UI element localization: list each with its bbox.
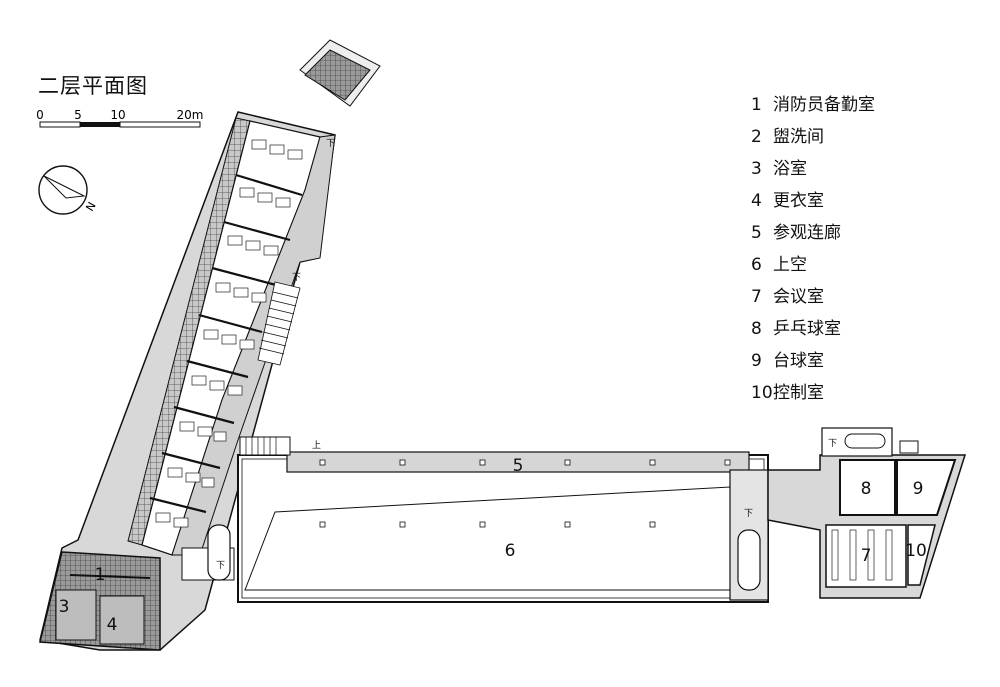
room-label-3: 3: [59, 597, 70, 617]
stair-mark-5: 下: [744, 509, 753, 519]
scale-tick-10: 10: [110, 108, 125, 122]
plan-title: 二层平面图: [38, 74, 148, 98]
room-label-5: 5: [513, 456, 524, 476]
room-label-9: 9: [913, 479, 924, 499]
north-label: N: [83, 200, 98, 214]
scale-tick-0: 0: [36, 108, 44, 122]
stair-mark-4: 上: [312, 440, 321, 451]
room-label-1: 1: [95, 565, 106, 585]
room-label-6: 6: [505, 541, 516, 561]
room-label-4: 4: [107, 615, 118, 635]
stair-mark-3: 下: [216, 561, 225, 571]
legend-item: 10控制室: [751, 383, 824, 403]
north-arrow: N: [38, 165, 99, 215]
scale-tick-5: 5: [74, 108, 82, 122]
room-label-10: 10: [905, 541, 927, 561]
scale-bar: 0 5 10 20m: [36, 108, 204, 128]
stair-mark-2: 下: [292, 273, 301, 283]
room-label-7: 7: [861, 546, 872, 566]
room-label-8: 8: [861, 479, 872, 499]
central-hall: [237, 436, 769, 603]
recreation-block: [767, 427, 967, 599]
stair-mark-1: 下: [326, 139, 335, 149]
dormitory-wing: [39, 39, 381, 651]
stair-mark-6: 下: [828, 439, 837, 449]
scale-tick-20: 20m: [177, 108, 204, 122]
